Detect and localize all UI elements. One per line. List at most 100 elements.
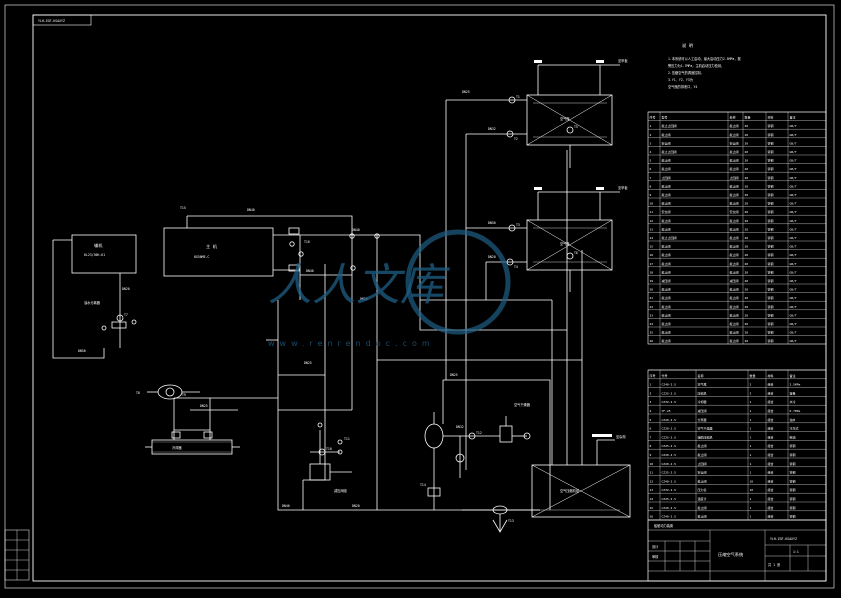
parts-row-cell: 铸钢 bbox=[768, 175, 774, 180]
parts-row-cell: 安全阀 bbox=[662, 140, 671, 145]
equipment-row-cell: 1 bbox=[750, 444, 752, 448]
parts-row-cell: 20 bbox=[745, 124, 749, 128]
parts-row-cell: 铸钢 bbox=[768, 321, 774, 326]
parts-row-cell: 15 bbox=[650, 245, 654, 249]
equipment-row-cell: 组合 bbox=[768, 514, 774, 519]
valve-tag: T5 bbox=[574, 125, 578, 129]
equipment-row-cell: 组合 bbox=[768, 443, 774, 448]
equipment-row-cell: 截止阀 bbox=[698, 443, 707, 448]
equipment-row-cell: 组合 bbox=[768, 470, 774, 475]
parts-row-cell: 铸钢 bbox=[768, 201, 774, 206]
parts-row-cell: 20 bbox=[745, 262, 749, 266]
parts-row-cell: 截止阀 bbox=[730, 123, 739, 128]
parts-row-cell: GB/T bbox=[790, 193, 797, 197]
equipment-row-cell: 2 bbox=[750, 391, 752, 395]
parts-row-cell: 截止阀 bbox=[662, 158, 671, 163]
equipment-row-cell: 柴油 bbox=[790, 434, 796, 439]
parts-row-cell: 截止阀 bbox=[730, 330, 739, 335]
parts-row-cell: GB/T bbox=[790, 296, 797, 300]
parts-row-cell: 安全阀 bbox=[730, 209, 739, 214]
compressor-tank-box bbox=[531, 464, 631, 518]
compressor-tank-label: 空气压缩机组 bbox=[560, 488, 580, 493]
parts-row-cell: 截止阀 bbox=[662, 132, 671, 137]
parts-row-cell: 20 bbox=[745, 331, 749, 335]
parts-row-cell: 截止阀 bbox=[730, 166, 739, 171]
parts-row-cell: 止回阀 bbox=[730, 175, 739, 180]
equipment-row-cell: 冷冻式 bbox=[790, 426, 799, 431]
equipment-row-cell: 2.5MPa bbox=[790, 383, 801, 387]
equipment-row-cell: 减压阀 bbox=[698, 408, 707, 413]
parts-row-cell: 截止阀 bbox=[662, 321, 671, 326]
parts-row-cell: 20 bbox=[745, 184, 749, 188]
parts-row-cell: 截止阀 bbox=[730, 201, 739, 206]
parts-row-cell: 20 bbox=[745, 245, 749, 249]
equipment-row-cell: 12 bbox=[650, 479, 654, 483]
parts-row-cell: 截止阀 bbox=[662, 304, 671, 309]
parts-row-cell: 12 bbox=[650, 219, 654, 223]
parts-row-cell: 截止阀 bbox=[662, 218, 671, 223]
main-engine-box bbox=[163, 227, 274, 277]
valve-tag: T7 bbox=[124, 313, 128, 317]
equipment-row-cell: 截止阀 bbox=[698, 452, 707, 457]
parts-row-cell: 1 bbox=[650, 124, 652, 128]
parts-row-cell: 20 bbox=[745, 159, 749, 163]
separator-label: 油水分离器 bbox=[84, 300, 101, 305]
equipment-row-cell: 组合 bbox=[768, 382, 774, 387]
equipment-row-cell: 组合 bbox=[768, 505, 774, 510]
valve-tag: T12 bbox=[476, 431, 482, 435]
air-compressor bbox=[424, 423, 444, 449]
parts-row-cell: 3 bbox=[650, 141, 652, 145]
parts-row-cell: 减压阀 bbox=[730, 278, 739, 283]
equipment-row-cell: 组合 bbox=[768, 390, 774, 395]
parts-row-cell: 铸钢 bbox=[768, 295, 774, 300]
equipment-row-cell: 15 bbox=[650, 506, 654, 510]
parts-row-cell: 铸钢 bbox=[768, 226, 774, 231]
parts-row-cell: 铸钢 bbox=[768, 123, 774, 128]
valve-tag: T9 bbox=[182, 393, 186, 397]
pipe-label: DN50 bbox=[488, 221, 496, 225]
parts-row-cell: 截止阀 bbox=[730, 132, 739, 137]
aux-engine-model: 6L23/30H-K1 bbox=[84, 253, 105, 257]
parts-row-cell: 20 bbox=[745, 133, 749, 137]
equipment-row-cell: 5 bbox=[650, 418, 652, 422]
parts-row-cell: 9 bbox=[650, 193, 652, 197]
parts-row-cell: 安全阀 bbox=[662, 209, 671, 214]
parts-row-cell: GB/T bbox=[790, 176, 797, 180]
table-header-cell: 备注 bbox=[790, 373, 796, 378]
equipment-row-cell: 组合 bbox=[768, 408, 774, 413]
equipment-row-cell: 铸钢 bbox=[790, 461, 796, 466]
parts-row-cell: 铸钢 bbox=[768, 304, 774, 309]
equipment-row-cell: 1 bbox=[750, 506, 752, 510]
valve-tag: T6 bbox=[574, 251, 578, 255]
equipment-row-cell: 水冷 bbox=[790, 399, 796, 404]
pipe-label: DN20 bbox=[360, 297, 368, 301]
valve-tag: T2 bbox=[514, 137, 518, 141]
equipment-row-cell: 1 bbox=[750, 409, 752, 413]
parts-row-cell: 16 bbox=[650, 253, 654, 257]
pipe-label: DN20 bbox=[488, 255, 496, 259]
air-bottle-2-box bbox=[526, 219, 613, 271]
equipment-row-cell: 空气瓶 bbox=[698, 382, 707, 387]
reducer-box bbox=[309, 463, 331, 481]
title-block-drawing-no: YLH-ZGF-KSAXYZ bbox=[770, 537, 797, 541]
parts-row-cell: 截止阀 bbox=[730, 183, 739, 188]
pipe-label: DN25 bbox=[462, 90, 470, 94]
equipment-row-cell: CZ40-2.5 bbox=[662, 383, 677, 387]
watermark: 人人文库 www.renrendoc.com bbox=[268, 229, 511, 348]
main-engine-model: 8G50ME-C bbox=[194, 255, 209, 259]
main-engine-title: 主 机 bbox=[206, 243, 218, 250]
parts-row-cell: 止回阀 bbox=[662, 175, 671, 180]
equipment-row-cell: 组合 bbox=[768, 461, 774, 466]
pipe-label: DN32 bbox=[456, 425, 464, 429]
parts-row-cell: 20 bbox=[650, 288, 654, 292]
equipment-row-cell: 1 bbox=[750, 418, 752, 422]
parts-row-cell: 20 bbox=[745, 322, 749, 326]
parts-row-cell: GB/T bbox=[790, 322, 797, 326]
equipment-row-cell: 组合 bbox=[768, 452, 774, 457]
aux-engine-valve bbox=[116, 314, 124, 322]
equipment-row-cell: 组合 bbox=[768, 417, 774, 422]
valve-tag: T3 bbox=[516, 223, 520, 227]
equipment-row-cell: 4 bbox=[650, 409, 652, 413]
parts-row-cell: 截止阀 bbox=[730, 338, 739, 343]
